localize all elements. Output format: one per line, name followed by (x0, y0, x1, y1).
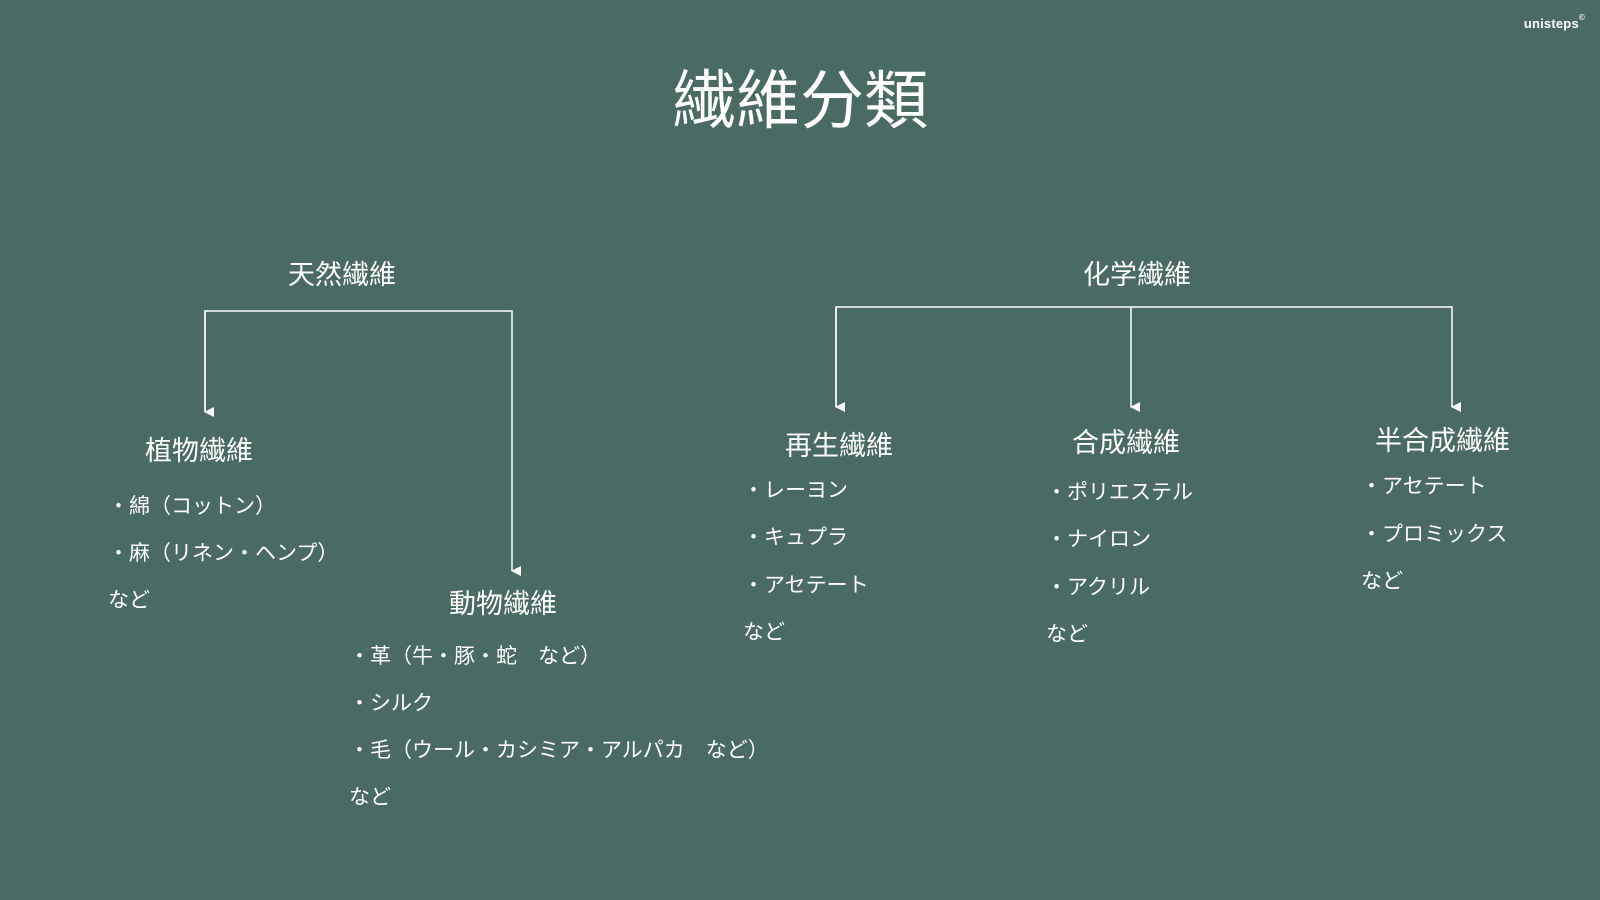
regenerated-fiber-item: ・キュプラ (743, 525, 848, 549)
animal-fiber-item: ・毛（ウール・カシミア・アルパカ など） (349, 738, 769, 762)
chemical-bracket-line (835, 306, 1461, 412)
page-title: 繊維分類 (672, 65, 928, 139)
semisynthetic-fiber-heading: 半合成繊維 (1375, 426, 1510, 457)
synthetic-fiber-etc: など (1046, 622, 1088, 646)
brand-logo: unisteps© (1523, 13, 1585, 31)
semisynthetic-fiber-etc: など (1361, 569, 1403, 593)
synthetic-fiber-item: ・ナイロン (1046, 527, 1151, 551)
plant-fiber-item: ・麻（リネン・ヘンプ） (108, 541, 339, 565)
regenerated-fiber-etc: など (743, 620, 785, 644)
regenerated-fiber-item: ・レーヨン (743, 478, 848, 502)
regenerated-fiber-heading: 再生繊維 (785, 431, 893, 462)
brand-name: unisteps (1523, 16, 1579, 31)
animal-fiber-item: ・シルク (349, 691, 433, 715)
plant-fiber-item: ・綿（コットン） (108, 494, 276, 518)
semisynthetic-fiber-item: ・プロミックス (1361, 522, 1508, 546)
animal-fiber-heading: 動物繊維 (449, 589, 557, 620)
synthetic-fiber-heading: 合成繊維 (1072, 428, 1180, 459)
synthetic-fiber-item: ・アクリル (1046, 575, 1150, 599)
natural-fiber-heading: 天然繊維 (288, 260, 396, 291)
plant-fiber-heading: 植物繊維 (145, 436, 253, 467)
plant-fiber-etc: など (108, 588, 150, 612)
semisynthetic-fiber-item: ・アセテート (1361, 474, 1487, 498)
synthetic-fiber-item: ・ポリエステル (1046, 480, 1193, 504)
chemical-fiber-heading: 化学繊維 (1083, 260, 1191, 291)
animal-fiber-etc: など (349, 785, 391, 809)
animal-fiber-item: ・革（牛・豚・蛇 など） (349, 644, 601, 668)
regenerated-fiber-item: ・アセテート (743, 573, 869, 597)
brand-mark: © (1578, 13, 1585, 22)
